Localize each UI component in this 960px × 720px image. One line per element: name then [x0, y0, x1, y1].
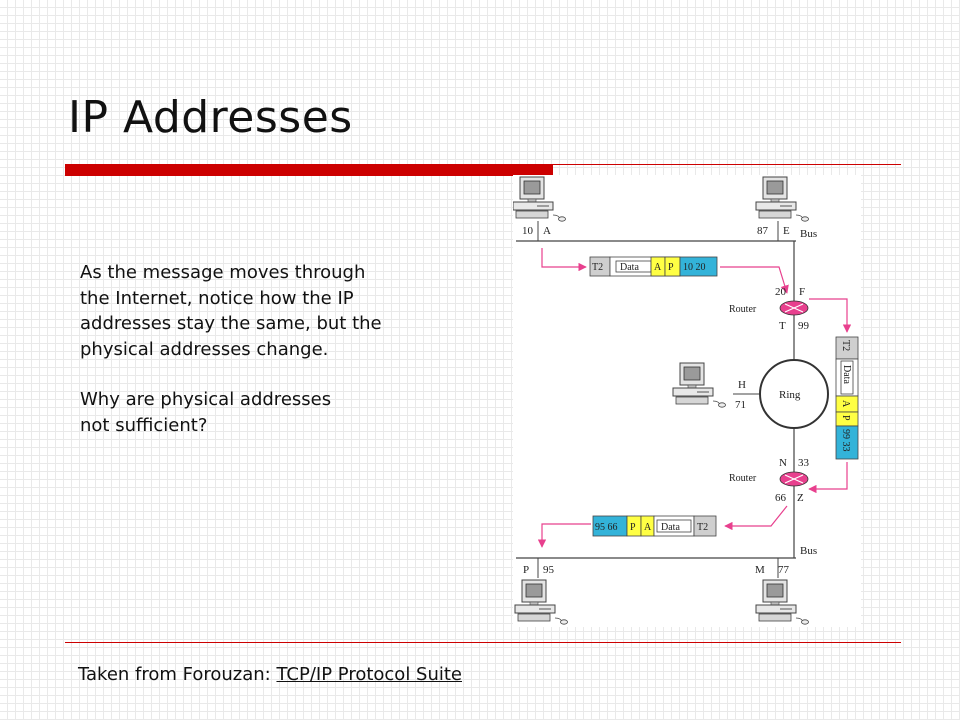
credit-book-title: TCP/IP Protocol Suite: [276, 664, 463, 685]
router-1-top-phys: 20: [775, 286, 787, 298]
text-line: As the message moves through: [80, 262, 366, 283]
frame-2: T2 Data A P 99 33: [835, 336, 859, 460]
paragraph-observation: As the message moves through the Interne…: [80, 260, 470, 362]
credit-prefix: Taken from Forouzan:: [78, 664, 277, 685]
title-underline-bar: [65, 164, 553, 176]
bus-label-top: Bus: [800, 228, 817, 240]
frame-2-data: Data: [841, 365, 852, 384]
frame-3-phys: 95 66: [595, 522, 618, 533]
host-e-name: E: [783, 225, 790, 237]
host-e-phys: 87: [757, 225, 769, 237]
router-2-bottom-name: Z: [797, 492, 804, 504]
host-p-name: P: [523, 564, 529, 576]
host-a-name: A: [543, 225, 551, 237]
frame-1-ip-a: A: [654, 262, 662, 273]
footer-rule: [65, 642, 901, 643]
bus-label-bottom: Bus: [800, 545, 817, 557]
page-title: IP Addresses: [68, 92, 353, 143]
network-diagram: 10 A 87 E Bus T2 Data A P 10 20 20 F Rou…: [513, 175, 861, 627]
frame-3-ip-a: A: [644, 522, 652, 533]
frame-3-ip-p: P: [630, 522, 636, 533]
ring-network: [759, 359, 829, 429]
source-credit: Taken from Forouzan: TCP/IP Protocol Sui…: [78, 664, 462, 685]
arrow-frame3-to-p: [537, 523, 591, 548]
host-m-phys: 77: [778, 564, 790, 576]
router-1-icon: [779, 300, 809, 316]
host-h-name: H: [738, 379, 746, 391]
ring-label: Ring: [779, 389, 801, 401]
title-underline-rule: [553, 164, 901, 165]
text-line: addresses stay the same, but the: [80, 313, 382, 334]
frame-1-data: Data: [620, 262, 639, 273]
router-2-top-phys: 33: [798, 457, 810, 469]
frame-2-ip-a: A: [840, 400, 851, 408]
frame-2-ip-p: P: [840, 415, 851, 421]
frame-1-trailer: T2: [592, 262, 603, 273]
text-line: Why are physical addresses: [80, 389, 332, 410]
text-line: the Internet, notice how the IP: [80, 287, 354, 309]
host-a-phys: 10: [522, 225, 534, 237]
router-2-top-name: N: [779, 457, 787, 469]
router-1-bottom-name: T: [779, 320, 786, 332]
host-m-name: M: [755, 564, 765, 576]
arrow-a-to-frame1: [541, 248, 587, 272]
router-2-icon: [779, 471, 809, 487]
arrow-frame1-to-router1: [720, 266, 789, 294]
router-1-top-name: F: [799, 286, 805, 298]
router-2-label: Router: [729, 473, 757, 484]
frame-1: T2 Data A P 10 20: [589, 256, 718, 277]
frame-3-trailer: T2: [697, 522, 708, 533]
frame-2-phys: 99 33: [840, 429, 851, 452]
body-text: As the message moves through the Interne…: [80, 260, 470, 438]
frame-1-phys: 10 20: [683, 262, 706, 273]
arrow-router1-to-frame2: [809, 298, 852, 333]
frame-2-trailer: T2: [840, 340, 851, 351]
frame-1-ip-p: P: [668, 262, 674, 273]
paragraph-question: Why are physical addresses not sufficien…: [80, 387, 470, 438]
text-line: not sufficient?: [80, 414, 208, 436]
router-1-label: Router: [729, 304, 757, 315]
host-p-phys: 95: [543, 564, 555, 576]
arrow-router2-to-frame3: [724, 505, 788, 531]
router-2-bottom-phys: 66: [775, 492, 787, 504]
frame-3-data: Data: [661, 522, 680, 533]
frame-3: 95 66 P A Data T2: [592, 515, 717, 537]
router-1-bottom-phys: 99: [798, 320, 810, 332]
host-h-phys: 71: [735, 399, 746, 411]
text-line: physical addresses change.: [80, 338, 329, 360]
arrow-frame2-to-router2: [808, 462, 848, 494]
